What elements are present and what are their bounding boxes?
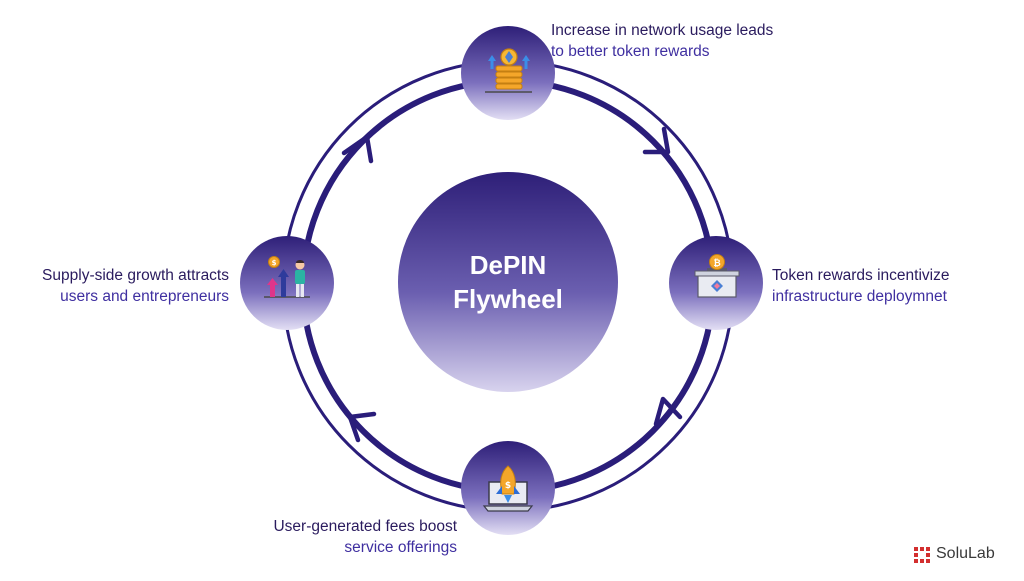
step-left-line2: users and entrepreneurs bbox=[60, 288, 229, 305]
svg-text:$: $ bbox=[505, 481, 511, 491]
center-title-line2: Flywheel bbox=[453, 284, 563, 314]
step-right-line2: infrastructure deploymnet bbox=[772, 288, 947, 305]
coin-stack-icon bbox=[485, 48, 532, 93]
growth-chart-person-icon: $ bbox=[264, 256, 310, 298]
svg-text:$: $ bbox=[272, 259, 277, 267]
arrowhead-bottom-right bbox=[653, 396, 683, 427]
step-label-right: Token rewards incentivize infrastructure… bbox=[772, 265, 949, 307]
arrowhead-top-left bbox=[341, 134, 374, 164]
bitcoin-box-icon: ₿ bbox=[694, 254, 740, 298]
brand-name: SoluLab bbox=[936, 545, 995, 562]
step-label-top: Increase in network usage leads to bette… bbox=[551, 20, 773, 62]
step-bottom-line1: User-generated fees boost bbox=[273, 518, 457, 535]
arrowhead-bottom-left bbox=[347, 411, 377, 443]
brand: SoluLab bbox=[914, 545, 995, 563]
step-bottom-line2: service offerings bbox=[344, 539, 457, 556]
svg-text:₿: ₿ bbox=[713, 258, 720, 269]
step-top-line1: Increase in network usage leads bbox=[551, 22, 774, 39]
center-title-line1: DePIN bbox=[469, 250, 547, 280]
step-label-left: Supply-side growth attracts users and en… bbox=[42, 265, 229, 307]
center-title: DePIN Flywheel bbox=[398, 172, 618, 392]
arrowhead-top-right bbox=[642, 126, 671, 155]
step-label-bottom: User-generated fees boost service offeri… bbox=[273, 516, 457, 558]
node-left bbox=[240, 236, 334, 330]
center-circle bbox=[398, 172, 618, 392]
rocket-laptop-icon: $ bbox=[482, 465, 534, 512]
solulab-logo-icon bbox=[914, 547, 930, 563]
step-top-line2: to better token rewards bbox=[551, 43, 710, 60]
step-right-line1: Token rewards incentivize bbox=[772, 267, 950, 284]
step-left-line1: Supply-side growth attracts bbox=[42, 267, 229, 284]
